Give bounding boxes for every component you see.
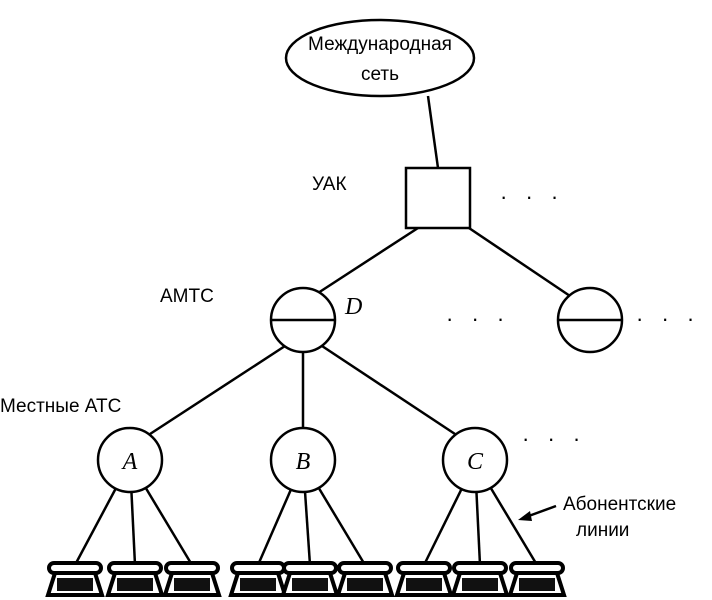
subscriber-line xyxy=(422,488,463,566)
telephone-icon xyxy=(507,561,567,597)
subscriber-line xyxy=(73,488,117,566)
node-letter-c: C xyxy=(467,449,484,475)
uak-label: УАК xyxy=(312,174,347,195)
node-letter-b: B xyxy=(296,449,311,475)
subscriber-line xyxy=(317,487,367,566)
node-letter-d: D xyxy=(344,294,362,320)
link-amts-c xyxy=(321,344,456,436)
subscriber-line xyxy=(256,489,293,566)
subscriber-line xyxy=(303,491,312,566)
local-node-a xyxy=(96,426,164,494)
telephone-icon xyxy=(162,561,222,597)
subscriber-line xyxy=(489,487,539,566)
subscriber-lines-label-2: линии xyxy=(576,520,629,541)
telephone-icon xyxy=(280,561,340,597)
link-international-uak xyxy=(426,95,440,169)
local-node-b xyxy=(269,426,337,494)
arrow-head-icon xyxy=(518,511,532,521)
telephone-icon xyxy=(228,561,288,597)
node-letter-a: A xyxy=(121,449,138,475)
subscriber-lines-label-1: Абонентские xyxy=(563,494,676,515)
link-uak-amts xyxy=(317,226,419,295)
telephone-icon xyxy=(394,561,454,597)
ellipsis-uak: · · · xyxy=(500,184,564,209)
telephone-icon xyxy=(450,561,510,597)
international-label-2: сеть xyxy=(361,64,399,85)
subscriber-line xyxy=(144,487,194,566)
subscriber-line xyxy=(130,491,137,566)
subscriber-line xyxy=(475,491,482,566)
international-label-1: Международная xyxy=(308,34,452,55)
connections xyxy=(149,95,571,436)
ellipsis-amts-left: · · · xyxy=(446,306,510,331)
ellipsis-local: · · · xyxy=(522,426,586,451)
link-amts-a xyxy=(149,344,286,436)
uak-node xyxy=(404,166,472,230)
amts-label: АМТС xyxy=(160,286,214,307)
telephone-icon xyxy=(45,561,105,597)
ellipsis-amts-right: · · · xyxy=(636,306,700,331)
international-network-node xyxy=(284,18,476,98)
telephone-icon xyxy=(335,561,395,597)
local-exchanges-label: Местные АТС xyxy=(0,396,121,417)
link-uak-amts-2 xyxy=(465,224,571,298)
local-node-c xyxy=(441,426,509,494)
telephones xyxy=(45,487,567,597)
telephone-icon xyxy=(105,561,165,597)
subscriber-lines-arrow xyxy=(525,504,557,519)
